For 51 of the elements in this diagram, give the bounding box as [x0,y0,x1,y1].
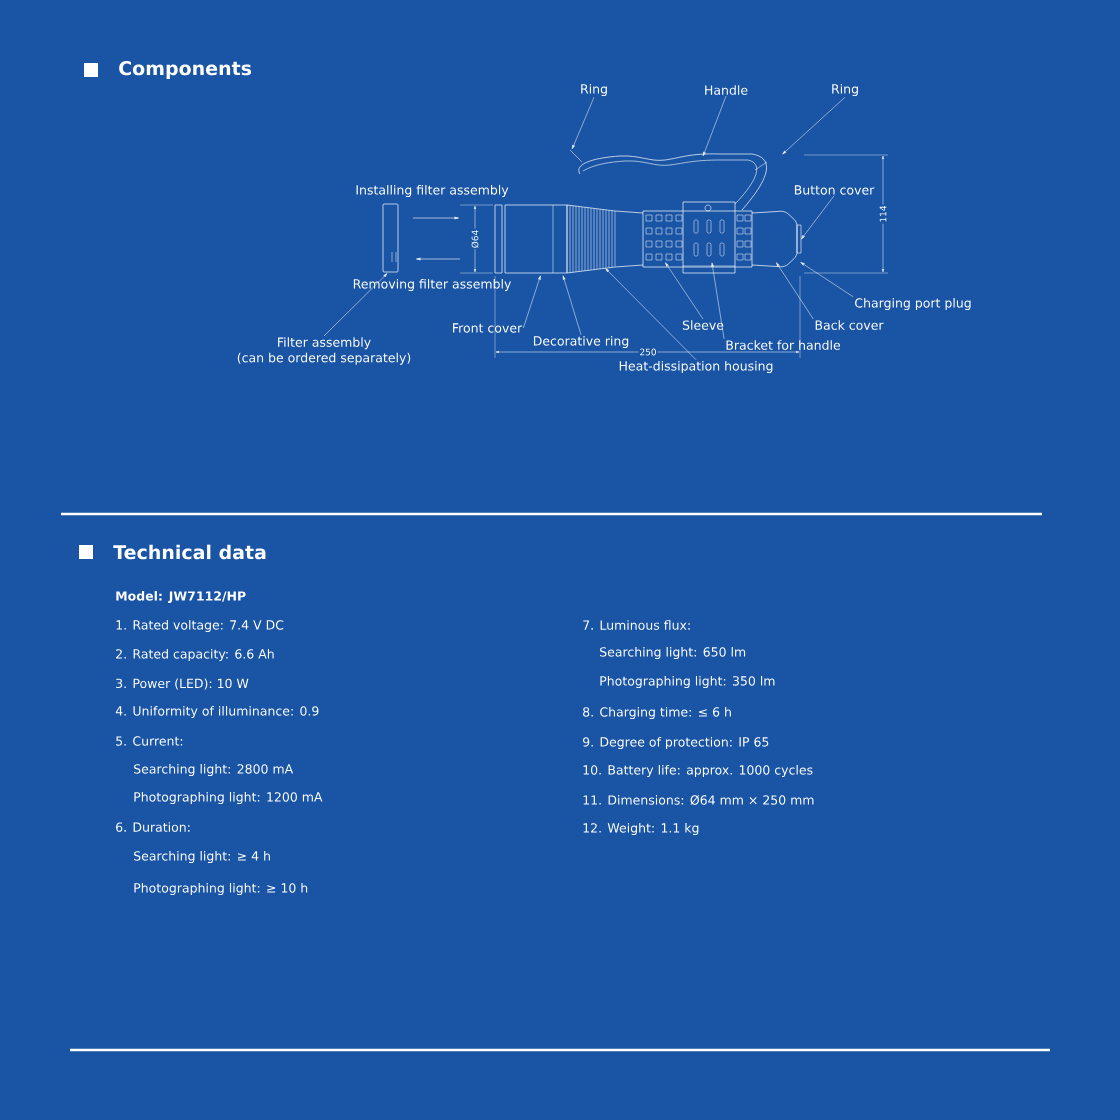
callout-label: Handle [705,85,748,95]
callout-label: Ring [581,83,607,97]
spec-text: 1. Rated voltage: 7.4 V DC [116,619,284,633]
callout-label: Front cover [453,323,523,333]
leader-line [782,97,846,155]
callout-label: Filter assembly (can be ordered separately) [237,337,411,365]
callout-label: Charging port plug [855,297,971,311]
leader-line [801,195,835,240]
section-heading: Technical data [113,544,266,560]
spec-text: 2. Rated capacity: 6.6 Ah [116,648,274,662]
spec-text: Photographing light: 1200 mA [134,791,323,805]
section-heading: Components [119,61,252,80]
callout-label: Sleeve [682,320,724,330]
spec-text: 11. Dimensions: Ø64 mm × 250 mm [583,795,814,805]
callout-label: Ring [832,83,858,97]
callout-label: Button cover [794,185,875,195]
leader-line [665,262,704,320]
filter-drawing [382,203,399,273]
callout-label: Bracket for handle [726,340,841,350]
spec-text: Photographing light: 350 lm [600,675,775,689]
spec-text: 4. Uniformity of illuminance: 0.9 [115,705,319,719]
spec-text: Photographing light: ≥ 10 h [134,882,308,896]
spec-text: 9. Degree of protection: IP 65 [583,736,769,750]
leader-line [323,273,388,337]
dimension-label: 114 [878,204,888,224]
leader-line [605,268,697,360]
spec-text: Searching light: ≥ 4 h [134,850,270,864]
dimension-label: 250 [638,347,658,357]
callout-label: Back cover [815,320,884,330]
spec-text: 12. Weight: 1.1 kg [583,822,699,836]
model-text: Model: JW7112/HP [116,591,246,603]
leader-line [523,275,541,329]
spec-text: 6. Duration: [116,822,190,832]
leader-line [562,275,582,335]
direction-label: Removing filter assembly [353,278,511,292]
spec-text: 8. Charging time: ≤ 6 h [583,706,731,720]
direction-label: Installing filter assembly [356,184,509,198]
dimension-label: Ø64 [470,228,480,250]
leader-line [800,262,854,297]
spec-text: 10. Battery life: approx. 1000 cycles [583,764,813,778]
spec-text: Searching light: 650 lm [600,646,746,660]
spec-text: 7. Luminous flux: [583,620,690,630]
leader-line [702,95,727,157]
leader-line [711,262,725,340]
spec-text: Searching light: 2800 mA [134,763,294,777]
spec-text: 3. Power (LED): 10 W [116,678,249,690]
leader-line [571,97,595,150]
callout-label: Decorative ring [533,335,629,349]
callout-label: Heat-dissipation housing [619,360,773,374]
spec-text: 5. Current: [116,736,183,746]
leader-line [776,262,814,320]
